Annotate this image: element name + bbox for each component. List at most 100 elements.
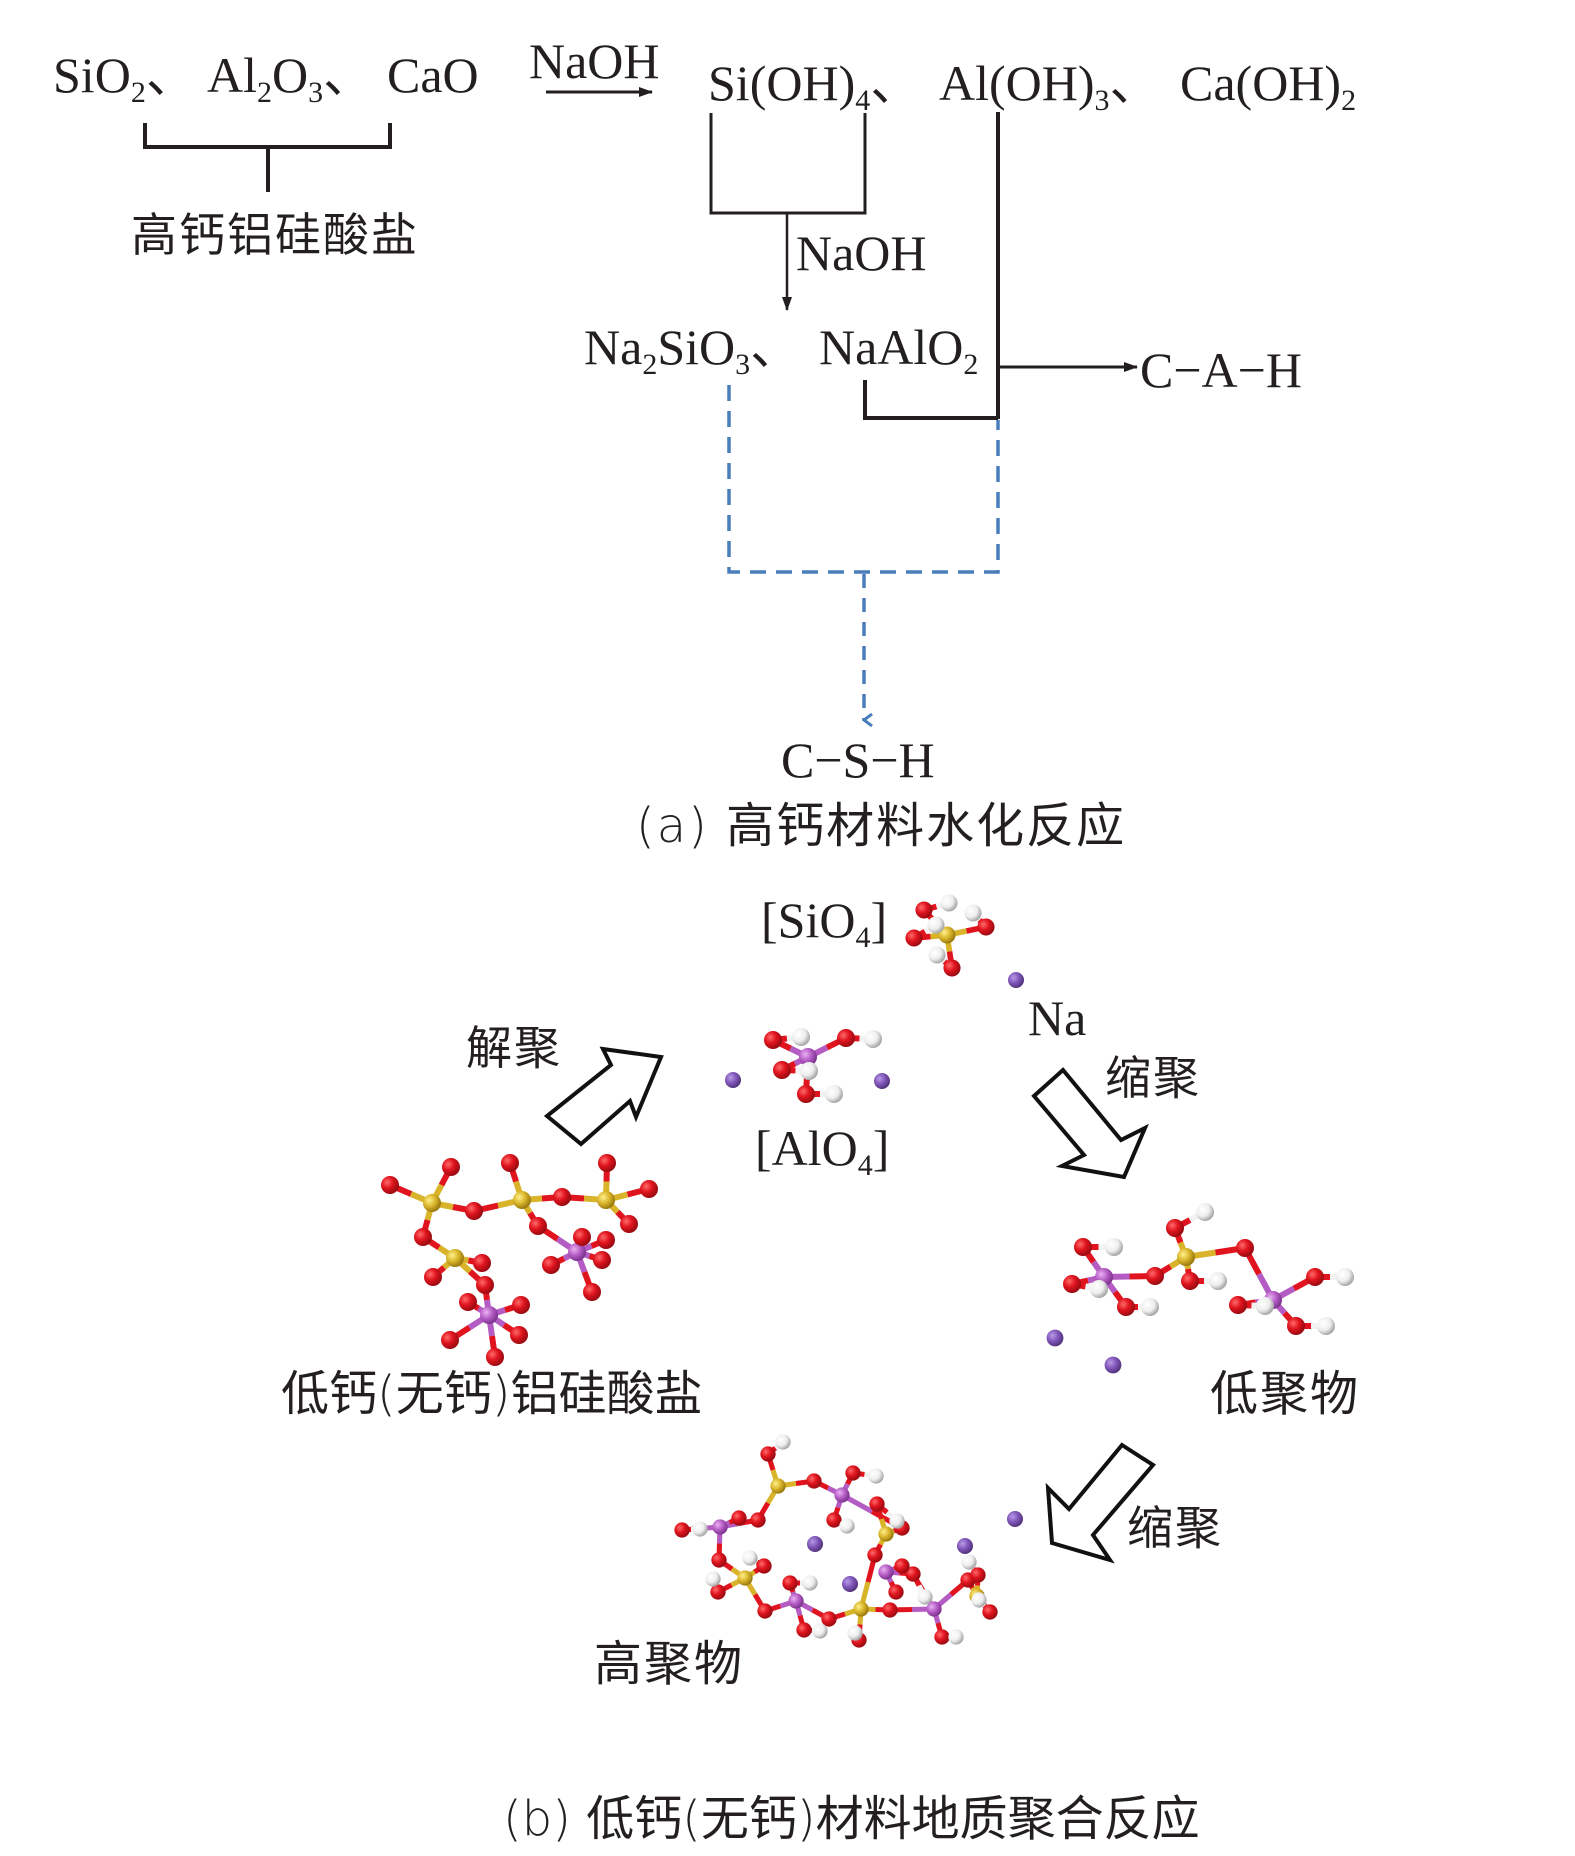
atom-o <box>1117 1298 1135 1316</box>
caption-a: (a) 高钙材料水化反应 <box>636 798 1127 854</box>
atom-o <box>1181 1272 1199 1290</box>
atom-o <box>476 1276 494 1294</box>
atom-si <box>938 926 956 944</box>
atom-o <box>982 1604 998 1620</box>
atom-h <box>964 904 982 922</box>
atom-o <box>970 1567 986 1583</box>
atom-na <box>842 1576 858 1592</box>
atom-si <box>446 1249 464 1267</box>
salt-na2sio3: Na2SiO3、 <box>584 319 801 381</box>
atom-o <box>760 1446 776 1462</box>
csh-dashed-bracket <box>727 385 1000 574</box>
atom-h <box>1141 1298 1159 1316</box>
atom-o <box>1146 1267 1164 1285</box>
atom-o <box>905 1566 921 1582</box>
atom-o <box>583 1283 601 1301</box>
atom-h <box>1090 1280 1108 1298</box>
atom-o <box>1063 1275 1081 1293</box>
atom-h <box>742 1550 758 1566</box>
atom-h <box>889 1513 905 1529</box>
low-ca-aluminosilicate-molecule <box>381 1154 658 1366</box>
atom-o <box>1287 1317 1305 1335</box>
atom-h <box>800 1062 818 1080</box>
atom-h <box>971 1592 987 1608</box>
atom-o <box>512 1296 530 1314</box>
polymer-label: 高聚物 <box>594 1636 745 1692</box>
na-ion-8 <box>957 1538 973 1554</box>
atom-na <box>725 1072 741 1088</box>
atom-o <box>465 1202 483 1220</box>
atom-o <box>593 1251 611 1269</box>
naalo2-bracket <box>863 380 998 420</box>
depolymerization-label: 解聚 <box>466 1021 562 1075</box>
low-ca-aluminosilicate-label: 低钙(无钙)铝硅酸盐 <box>281 1366 703 1422</box>
atom-o <box>782 1575 798 1591</box>
na-ion-9 <box>1007 1511 1023 1527</box>
atom-h <box>1196 1203 1214 1221</box>
atom-al <box>799 1048 817 1066</box>
atom-h <box>705 1571 721 1587</box>
atom-o <box>806 1473 822 1489</box>
atom-na <box>1007 1511 1023 1527</box>
depolymerization-arrow <box>543 1046 664 1147</box>
atom-al <box>788 1593 804 1609</box>
reagent-naoh-2: NaOH <box>796 225 927 281</box>
atom-o <box>640 1180 658 1198</box>
reagent-naoh-1: NaOH <box>529 33 660 89</box>
atom-si <box>770 1478 786 1494</box>
na-ion-3 <box>874 1073 890 1089</box>
atom-na <box>874 1073 890 1089</box>
atom-o <box>882 1602 898 1618</box>
atom-si <box>853 1601 869 1617</box>
atom-o <box>797 1085 815 1103</box>
atom-h <box>868 1468 884 1484</box>
atom-h <box>792 1028 810 1046</box>
atom-h <box>927 916 945 934</box>
atom-o <box>501 1154 519 1172</box>
hydroxide-sioh4: Si(OH)4、 <box>708 55 921 117</box>
reactant-group-brace <box>143 123 392 192</box>
atom-o <box>424 1268 442 1286</box>
atom-o <box>486 1348 504 1366</box>
atom-o <box>381 1176 399 1194</box>
atom-o <box>826 1512 842 1528</box>
atom-al <box>926 1601 942 1617</box>
atom-o <box>905 929 923 947</box>
sioh4-bracket <box>709 113 867 215</box>
alo4-label: [AlO4] <box>755 1120 890 1182</box>
atom-h <box>847 1625 863 1641</box>
atom-o <box>867 1547 883 1563</box>
polymer-molecule <box>674 1434 998 1648</box>
polycondensation-arrow-2 <box>1045 1442 1157 1564</box>
atom-h <box>1105 1238 1123 1256</box>
product-csh: C−S−H <box>781 732 935 788</box>
product-cah: C−A−H <box>1140 342 1302 398</box>
atom-o <box>510 1326 528 1344</box>
atom-o <box>553 1188 571 1206</box>
polycondensation-label-1: 缩聚 <box>1105 1051 1201 1105</box>
polycondensation-arrow-1 <box>1031 1067 1149 1180</box>
atom-h <box>692 1521 708 1537</box>
atom-h <box>1317 1317 1335 1335</box>
oligomer-molecule <box>1063 1203 1354 1335</box>
alo4-molecule <box>764 1028 882 1103</box>
atom-na <box>957 1538 973 1554</box>
atom-o <box>473 1254 491 1272</box>
na-label: Na <box>1028 990 1087 1046</box>
atom-o <box>977 918 995 936</box>
oligomer-label: 低聚物 <box>1210 1366 1361 1422</box>
atom-h <box>961 1554 977 1570</box>
atom-si <box>423 1194 441 1212</box>
atom-o <box>888 1584 904 1600</box>
atom-o <box>529 1217 547 1235</box>
atom-h <box>917 1589 933 1605</box>
reactant-group-label: 高钙铝硅酸盐 <box>131 208 419 262</box>
hydroxide-aloh3: Al(OH)3、 <box>939 55 1160 117</box>
atom-o <box>934 1629 950 1645</box>
na-ion-5 <box>1104 1356 1122 1374</box>
atom-o <box>764 1031 782 1049</box>
atom-o <box>943 959 961 977</box>
atom-o <box>894 1558 910 1574</box>
atom-h <box>1209 1272 1227 1290</box>
atom-o <box>837 1029 855 1047</box>
